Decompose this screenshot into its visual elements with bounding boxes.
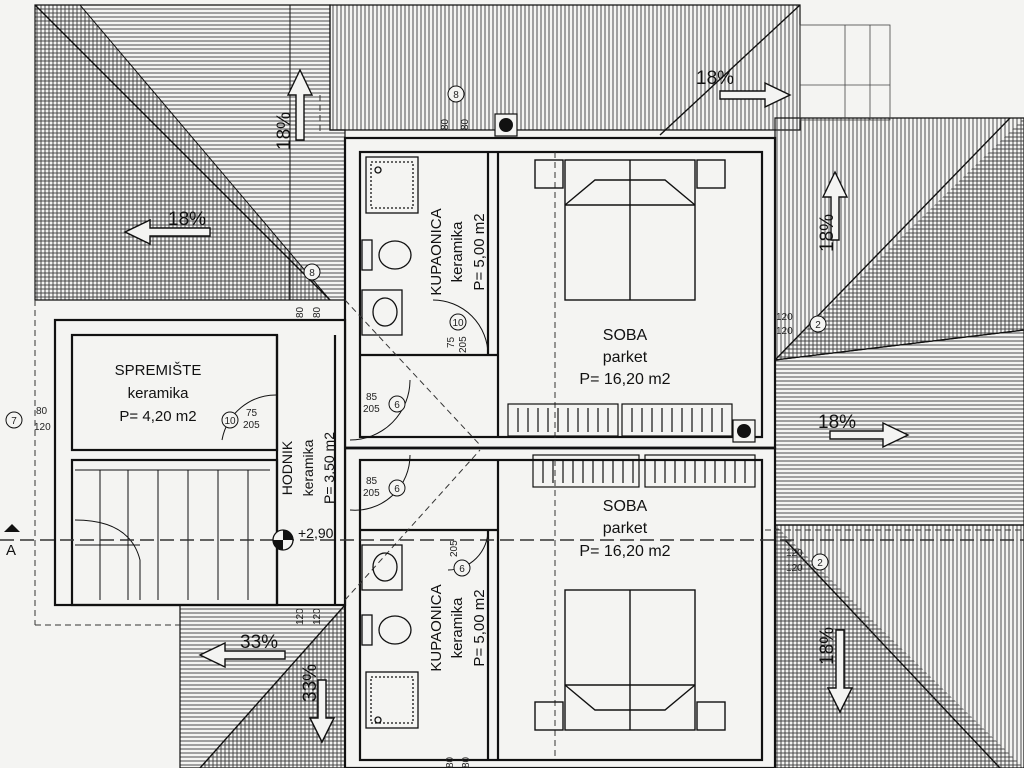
marker-window-2-bottom: 2 [817,558,823,569]
dim-205e: 205 [449,540,460,557]
marker-door-8-top: 8 [453,90,459,101]
marker-door-10-a: 10 [452,318,464,329]
arrow-left-roof [123,218,211,246]
arrow-top-left-up [286,68,314,141]
walls [53,136,777,768]
dim-120a: 120 [776,312,793,323]
marker-window-2-top: 2 [815,320,821,331]
bathroom-fixtures-top [361,156,419,336]
dim-120c: 120 [786,548,803,559]
soba-top-name: SOBA [603,327,648,344]
slope-right-lower-vertical: 18% [817,627,838,665]
arrow-right-lower-down [826,629,854,714]
bed-top [534,159,726,301]
kupaonica-top-finish: keramika [449,221,466,283]
dim-75a: 75 [246,408,258,419]
marker-door-10-b: 10 [224,416,236,427]
slope-bottom-left-vertical: 33% [300,664,321,702]
hodnik-area: P= 3,50 m2 [321,432,337,504]
soba-top-area: P= 16,20 m2 [579,371,670,388]
slope-right-middle: 18% [818,412,856,433]
dim-205c: 205 [363,488,380,499]
toilet [361,239,373,271]
slope-arrows [123,68,910,744]
section-label: A [6,542,16,559]
sink [361,289,403,336]
roof-right-upper-hip [775,118,1024,360]
arrow-right-upper-up [821,170,849,241]
hodnik-finish: keramika [300,439,316,496]
arrow-bottom-left-down [308,679,336,744]
marker-window-7: 7 [11,416,17,427]
dim-80-left: 80 [36,406,48,417]
dashed-lines [0,95,1024,760]
slope-right-upper-vertical: 18% [817,214,838,252]
spremiste-finish: keramika [128,385,190,402]
bathroom-fixtures-bottom [361,544,419,729]
dim-80d: 80 [312,306,323,318]
arrow-right-middle [829,421,910,449]
chimneys [494,113,756,443]
dim-205d: 205 [458,336,469,353]
markers [5,85,829,577]
slope-top-left-vertical: 18% [274,112,295,150]
dim-85b: 85 [366,476,378,487]
marker-door-8: 8 [309,268,315,279]
spremiste-area: P= 4,20 m2 [119,408,196,425]
bed-bottom [534,589,726,731]
slope-left-roof: 18% [168,209,206,230]
dim-80-bottom-a: 80 [445,756,456,768]
shower-tray [365,156,419,214]
marker-door-6-b: 6 [394,484,400,495]
kupaonica-top-name: KUPAONICA [428,208,445,295]
dim-85a: 85 [366,392,378,403]
soba-bottom-name: SOBA [603,498,648,515]
soba-bottom-area: P= 16,20 m2 [579,543,670,560]
spremiste-name: SPREMIŠTE [115,362,202,379]
arrow-bottom-left [198,641,286,669]
hodnik-name: HODNIK [279,440,295,495]
marker-door-6-a: 6 [394,400,400,411]
roof-top-center [329,4,801,131]
slope-labels: 18% 18% 18% 18% 18% 18% 33% 33% [168,68,856,702]
wardrobes [507,403,756,488]
dim-75b: 75 [446,336,457,348]
slope-bottom-left: 33% [240,632,278,653]
level-symbol [272,529,294,551]
section-marker [4,524,20,532]
level-label: +2,90 [298,525,334,541]
dim-120b: 120 [776,326,793,337]
soba-top-finish: parket [603,349,648,366]
arrow-top-right [719,81,792,109]
dim-120-mid-b: 120 [312,608,323,625]
room-labels: SPREMIŠTE keramika P= 4,20 m2 HODNIK ker… [115,208,671,671]
roof-right-middle [774,329,1024,526]
kupaonica-bottom-finish: keramika [449,597,466,659]
marker-labels: 2 2 7 10 10 6 6 6 8 8 [11,90,823,575]
kupaonica-bottom-name: KUPAONICA [428,584,445,671]
dim-120-left: 120 [34,422,51,433]
dim-80b: 80 [460,118,471,130]
kupaonica-bottom-area: P= 5,00 m2 [471,589,488,666]
slope-top-right: 18% [696,68,734,89]
dim-205a: 205 [243,420,260,431]
dim-80-bottom-b: 80 [461,756,472,768]
dim-80a: 80 [440,118,451,130]
dimension-labels: 80 80 80 80 120 120 120 120 80 120 75 20… [34,118,803,768]
dim-120-mid-a: 120 [295,608,306,625]
kupaonica-top-area: P= 5,00 m2 [471,213,488,290]
soba-bottom-finish: parket [603,520,648,537]
dim-80c: 80 [295,306,306,318]
dim-205b: 205 [363,404,380,415]
dim-120d: 120 [786,563,803,574]
marker-door-6-c: 6 [459,564,465,575]
